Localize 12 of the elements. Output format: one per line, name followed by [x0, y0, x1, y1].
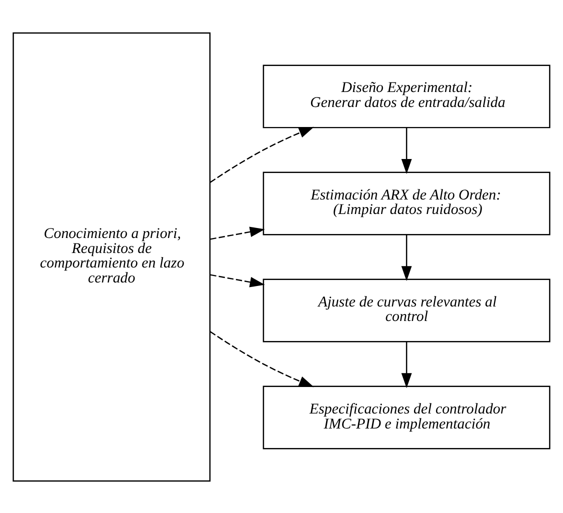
arrow	[210, 274, 265, 287]
arrow	[401, 341, 412, 388]
arrow	[401, 234, 412, 281]
arrow	[210, 330, 314, 387]
arrow	[401, 127, 412, 174]
node-box: Especificaciones del controlador IMC-PID e implementación	[262, 385, 550, 449]
node-box: Ajuste de curvas relevantes al control	[262, 278, 550, 342]
arrow	[210, 226, 265, 240]
node-box: Diseño Experimental: Generar datos de entrada/salida	[262, 64, 550, 128]
node-box: Estimación ARX de Alto Orden: (Limpiar datos ruidosos)	[262, 171, 550, 235]
node-box: Conocimiento a priori, Requisitos de comportamiento en lazo cerrado	[12, 32, 211, 482]
arrow	[210, 126, 314, 182]
